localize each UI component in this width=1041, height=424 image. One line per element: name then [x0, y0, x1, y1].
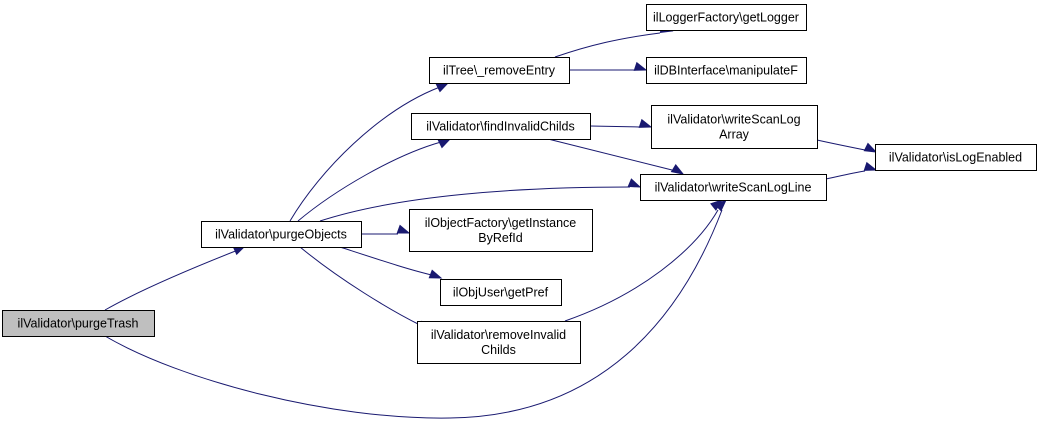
node-label: ilValidator\removeInvalid	[431, 328, 566, 342]
edge-purgeObjects-to-getInstanceByRefId	[361, 224, 411, 235]
edge-line	[589, 125, 641, 128]
edge-line	[564, 209, 719, 322]
arrowhead-icon	[627, 178, 642, 188]
edge-removeInvalidChilds-to-writeScanLogLine	[564, 199, 724, 322]
arrowhead-icon	[437, 138, 452, 149]
edge-findInvalidChilds-to-writeScanLogArray	[589, 118, 653, 128]
edge-writeScanLogArray-to-isLogEnabled	[816, 139, 878, 153]
node-box[interactable]	[409, 209, 593, 252]
node-label: Array	[719, 128, 750, 142]
nodes-layer: ilValidator\purgeTrash ilValidator\purgeO…	[2, 4, 1037, 364]
node-box[interactable]	[651, 105, 818, 149]
node-getLogger[interactable]: ilLoggerFactory\getLogger	[646, 4, 807, 31]
node-label: ilTree\_removeEntry	[443, 64, 556, 78]
node-removeEntry[interactable]: ilTree\_removeEntry	[429, 57, 570, 84]
edge-line	[554, 32, 661, 58]
edge-line	[297, 141, 442, 222]
edge-purgeObjects-to-writeScanLogLine	[319, 178, 642, 222]
arrowhead-icon	[710, 199, 724, 211]
node-findInvalidChilds[interactable]: ilValidator\findInvalidChilds	[411, 113, 591, 140]
node-label: ByRefId	[478, 231, 523, 245]
edge-purgeObjects-to-getPref	[339, 246, 443, 279]
node-label: ilValidator\writeScanLogLine	[655, 181, 812, 195]
node-isLogEnabled[interactable]: ilValidator\isLogEnabled	[875, 144, 1037, 171]
node-label: ilValidator\isLogEnabled	[889, 151, 1022, 165]
node-label: ilDBInterface\manipulateF	[654, 64, 798, 78]
edge-purgeObjects-to-removeEntry	[289, 82, 450, 222]
edge-line	[319, 186, 631, 222]
arrowhead-icon	[863, 161, 878, 171]
edge-line	[299, 246, 421, 326]
edge-line	[104, 249, 239, 311]
edge-writeScanLogLine-to-isLogEnabled	[825, 161, 878, 180]
node-box[interactable]	[440, 279, 562, 306]
edge-line	[816, 139, 866, 151]
node-box[interactable]	[875, 144, 1037, 171]
edge-line	[825, 170, 866, 180]
node-label: ilObjUser\getPref	[453, 286, 549, 300]
node-label: Childs	[481, 343, 516, 357]
node-label: ilValidator\findInvalidChilds	[426, 120, 574, 134]
node-label: ilValidator\writeScanLog	[667, 113, 800, 127]
node-box[interactable]	[646, 4, 807, 31]
edge-line	[339, 246, 433, 276]
node-label: ilObjectFactory\getInstance	[425, 216, 577, 230]
node-box[interactable]	[640, 174, 827, 201]
node-box[interactable]	[201, 221, 362, 248]
edge-purgeObjects-to-findInvalidChilds	[297, 138, 452, 222]
edge-removeEntry-to-manipulateF	[569, 61, 648, 71]
node-label: ilValidator\purgeTrash	[18, 317, 139, 331]
node-purgeObjects[interactable]: ilValidator\purgeObjects	[201, 221, 362, 248]
node-label: ilValidator\purgeObjects	[215, 228, 347, 242]
edge-purgeTrash-to-purgeObjects	[104, 245, 247, 311]
node-manipulateF[interactable]: ilDBInterface\manipulateF	[646, 57, 807, 84]
node-box[interactable]	[646, 57, 807, 84]
arrowhead-icon	[396, 224, 411, 234]
node-box[interactable]	[2, 310, 155, 337]
node-getPref[interactable]: ilObjUser\getPref	[440, 279, 562, 306]
edge-findInvalidChilds-to-writeScanLogLine	[547, 138, 685, 175]
arrowhead-icon	[428, 269, 443, 279]
edge-purgeObjects-to-removeInvalidChilds	[299, 246, 432, 331]
node-label: ilLoggerFactory\getLogger	[653, 11, 799, 25]
arrowhead-icon	[670, 163, 685, 175]
edge-line	[104, 209, 723, 419]
node-box[interactable]	[429, 57, 570, 84]
arrowhead-icon	[633, 61, 648, 71]
edge-line	[547, 138, 673, 171]
node-box[interactable]	[417, 321, 581, 364]
arrowhead-icon	[863, 142, 878, 153]
node-purgeTrash[interactable]: ilValidator\purgeTrash	[2, 310, 155, 337]
arrowhead-icon	[638, 118, 653, 128]
edge-line	[289, 86, 441, 222]
node-writeScanLogLine[interactable]: ilValidator\writeScanLogLine	[640, 174, 827, 201]
arrowhead-icon	[435, 82, 450, 93]
node-box[interactable]	[411, 113, 591, 140]
